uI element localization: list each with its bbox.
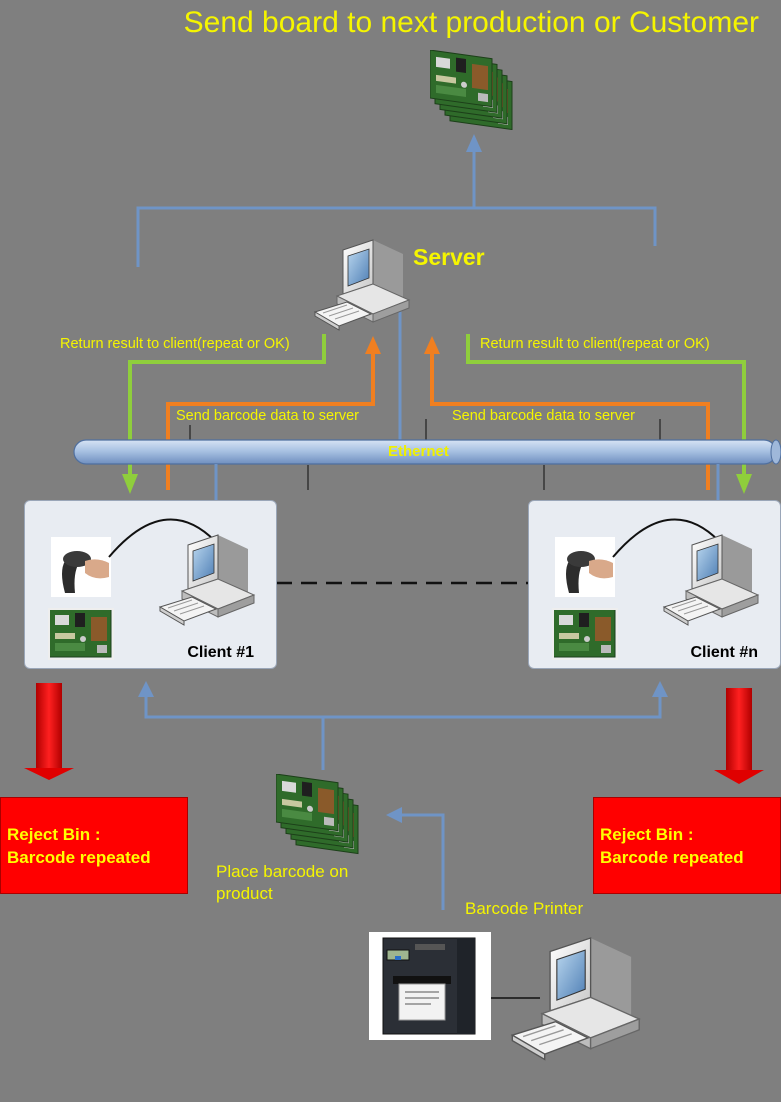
client-n-equipment <box>552 518 759 660</box>
client-n-box[interactable]: Client #n <box>528 500 781 669</box>
reject-bin-left: Reject Bin : Barcode repeated <box>0 797 188 894</box>
printer-pc-icon <box>511 937 640 1061</box>
return-result-right-label: Return result to client(repeat or OK) <box>480 336 710 352</box>
client-1-label: Client #1 <box>187 644 254 661</box>
reject-arrow-left <box>24 683 74 780</box>
barcode-printer-label: Barcode Printer <box>465 899 584 918</box>
ethernet-label: Ethernet <box>388 443 449 460</box>
reject-arrow-right <box>714 688 764 784</box>
client-1-equipment <box>48 518 255 660</box>
return-result-left-label: Return result to client(repeat or OK) <box>60 336 290 352</box>
client-1-box[interactable]: Client #1 <box>24 500 277 669</box>
server-label: Server <box>413 244 485 270</box>
return-flow-right <box>466 334 746 476</box>
reject-bin-right: Reject Bin : Barcode repeated <box>593 797 781 894</box>
place-barcode-label: Place barcode on product <box>216 862 349 903</box>
reject-bin-title: Reject Bin : <box>600 825 694 844</box>
diagram-title: Send board to next production or Custome… <box>183 6 759 39</box>
reject-bin-title: Reject Bin : <box>7 825 101 844</box>
ethernet-ticks <box>189 419 661 490</box>
board-stack-icon <box>276 774 376 859</box>
reject-bin-reason: Barcode repeated <box>7 848 151 867</box>
return-flow-left <box>128 334 326 476</box>
server-pc-icon <box>314 239 410 331</box>
up-arrow-to-customer <box>466 134 482 152</box>
client-n-label: Client #n <box>690 644 758 661</box>
ethernet-bus <box>73 439 781 465</box>
send-barcode-right-label: Send barcode data to server <box>452 408 635 424</box>
send-barcode-left-label: Send barcode data to server <box>176 408 359 424</box>
board-stack-icon <box>430 50 530 130</box>
distribution-bracket <box>144 694 662 910</box>
reject-bin-reason: Barcode repeated <box>600 848 744 867</box>
label-printer-icon <box>369 932 491 1040</box>
output-bracket <box>136 148 657 267</box>
